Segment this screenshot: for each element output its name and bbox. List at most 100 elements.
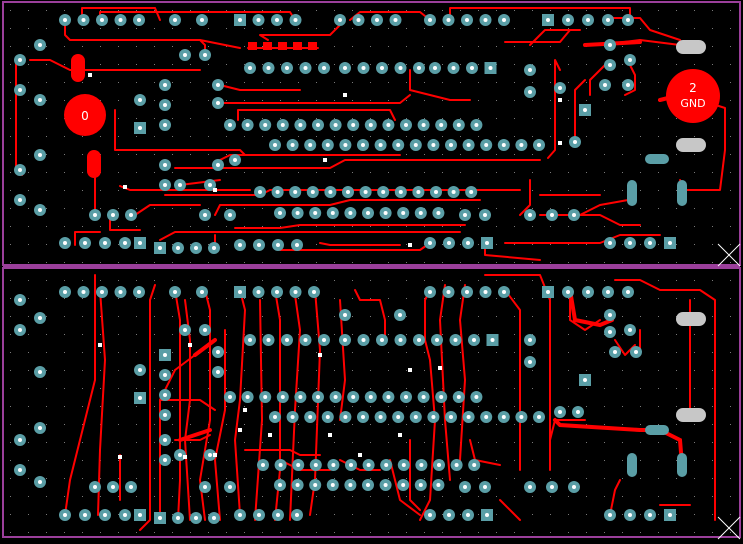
- grid-dot: [136, 118, 137, 119]
- grid-dot: [46, 478, 47, 479]
- grid-dot: [460, 28, 461, 29]
- pad-hole: [404, 395, 408, 399]
- pad-hole: [393, 18, 398, 22]
- grid-dot: [82, 460, 83, 461]
- grid-dot: [154, 352, 155, 353]
- grid-dot: [568, 442, 569, 443]
- grid-dot: [550, 100, 551, 101]
- via: [188, 343, 192, 347]
- grid-dot: [370, 262, 371, 263]
- grid-dot: [442, 424, 443, 425]
- grid-dot: [28, 478, 29, 479]
- grid-dot: [280, 298, 281, 299]
- grid-dot: [244, 352, 245, 353]
- grid-dot: [118, 208, 119, 209]
- grid-dot: [712, 442, 713, 443]
- pad-hole: [163, 163, 167, 167]
- grid-dot: [514, 154, 515, 155]
- grid-dot: [136, 154, 137, 155]
- grid-dot: [424, 118, 425, 119]
- grid-dot: [154, 82, 155, 83]
- grid-dot: [514, 424, 515, 425]
- grid-dot: [370, 442, 371, 443]
- grid-dot: [568, 370, 569, 371]
- pad-hole: [176, 246, 180, 250]
- grid-dot: [28, 244, 29, 245]
- grid-dot: [586, 442, 587, 443]
- grid-dot: [388, 496, 389, 497]
- grid-dot: [388, 316, 389, 317]
- grid-dot: [532, 64, 533, 65]
- grid-dot: [100, 280, 101, 281]
- pad-hole: [138, 241, 142, 245]
- grid-dot: [28, 100, 29, 101]
- grid-dot: [676, 262, 677, 263]
- grid-dot: [82, 352, 83, 353]
- grid-dot: [568, 262, 569, 263]
- pad-hole: [628, 513, 632, 517]
- grid-dot: [406, 64, 407, 65]
- grid-dot: [64, 478, 65, 479]
- grid-dot: [658, 406, 659, 407]
- grid-dot: [532, 280, 533, 281]
- grid-dot: [730, 478, 731, 479]
- grid-dot: [64, 46, 65, 47]
- pad-hole: [138, 396, 142, 400]
- grid-dot: [316, 118, 317, 119]
- grid-dot: [442, 208, 443, 209]
- grid-dot: [730, 370, 731, 371]
- grid-dot: [514, 316, 515, 317]
- grid-dot: [334, 424, 335, 425]
- pad-hole: [566, 290, 570, 294]
- grid-dot: [730, 406, 731, 407]
- grid-dot: [262, 82, 263, 83]
- grid-dot: [568, 154, 569, 155]
- grid-dot: [226, 154, 227, 155]
- grid-dot: [406, 442, 407, 443]
- pad-hole: [216, 163, 220, 167]
- pad-hole: [238, 290, 242, 294]
- pad-hole: [93, 485, 97, 489]
- grid-dot: [460, 352, 461, 353]
- pad-hole: [428, 18, 432, 22]
- pad-hole: [118, 290, 123, 294]
- grid-dot: [154, 532, 155, 533]
- grid-dot: [676, 136, 677, 137]
- grid-dot: [424, 442, 425, 443]
- grid-dot: [370, 514, 371, 515]
- grid-dot: [460, 532, 461, 533]
- grid-dot: [118, 172, 119, 173]
- via: [323, 158, 327, 162]
- grid-dot: [190, 136, 191, 137]
- grid-dot: [514, 262, 515, 263]
- grid-dot: [568, 352, 569, 353]
- grid-dot: [100, 406, 101, 407]
- grid-dot: [640, 28, 641, 29]
- grid-dot: [172, 424, 173, 425]
- grid-dot: [586, 154, 587, 155]
- pad-hole: [454, 463, 459, 467]
- grid-dot: [298, 424, 299, 425]
- grid-dot: [712, 10, 713, 11]
- pad-hole: [608, 63, 612, 67]
- grid-dot: [406, 478, 407, 479]
- pad-hole: [333, 123, 338, 127]
- grid-dot: [316, 406, 317, 407]
- grid-dot: [658, 172, 659, 173]
- grid-dot: [460, 370, 461, 371]
- grid-dot: [100, 226, 101, 227]
- grid-dot: [118, 370, 119, 371]
- pad-hole: [439, 123, 444, 127]
- grid-dot: [622, 370, 623, 371]
- grid-dot: [334, 388, 335, 389]
- grid-dot: [46, 532, 47, 533]
- grid-dot: [586, 316, 587, 317]
- grid-dot: [370, 280, 371, 281]
- grid-dot: [514, 10, 515, 11]
- grid-dot: [172, 226, 173, 227]
- grid-dot: [46, 514, 47, 515]
- grid-dot: [676, 244, 677, 245]
- grid-dot: [316, 370, 317, 371]
- grid-dot: [730, 352, 731, 353]
- grid-dot: [370, 406, 371, 407]
